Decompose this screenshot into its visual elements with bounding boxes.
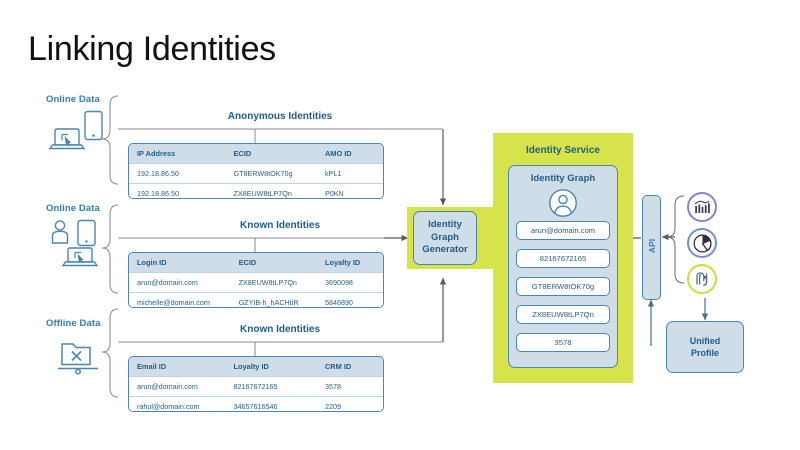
- table-header-row: Email ID Loyalty ID CRM ID: [129, 357, 383, 377]
- column-header: CRM ID: [316, 357, 383, 377]
- table-row[interactable]: arun@domain.com 82167672165 3578: [129, 376, 383, 397]
- identity-pill[interactable]: 3578: [516, 333, 610, 352]
- table-cell: michelle@domain.com: [129, 292, 231, 307]
- page-title: Linking Identities: [28, 30, 276, 68]
- table-cell: GZYIB-h_hACHtiR: [230, 292, 317, 307]
- column-header: Loyalty ID: [225, 357, 317, 377]
- table-cell: GT8ERW8tOK70g: [225, 163, 317, 184]
- table-cell: arun@domain.com: [129, 376, 226, 397]
- column-header: ECID: [230, 253, 317, 273]
- table-known-identities-online[interactable]: Login ID ECID Loyalty ID arun@domain.com…: [128, 252, 384, 308]
- table-cell: 192.18.86.50: [129, 183, 226, 198]
- generator-line-2: Graph: [431, 231, 459, 243]
- table-cell: rahul@domain.com: [129, 396, 226, 411]
- generator-line-1: Identity: [428, 218, 462, 230]
- table-row[interactable]: 192.18.86.50 ZX8EUW8tLP7Qn P0KN: [129, 183, 383, 198]
- table-cell: 3690098: [316, 272, 383, 293]
- section-caption-anonymous-identities: Anonymous Identities: [227, 111, 333, 122]
- generator-line-3: Generator: [422, 244, 468, 256]
- unified-profile-box[interactable]: Unified Profile: [666, 321, 744, 373]
- table-cell: 2209: [316, 396, 383, 411]
- pos-folder-icon: [58, 343, 98, 375]
- source-icons-group-3: [56, 336, 106, 376]
- section-caption-known-identities-1: Known Identities: [240, 220, 320, 231]
- identity-graph-title: Identity Graph: [530, 173, 596, 184]
- section-caption-known-identities-2: Known Identities: [240, 324, 320, 335]
- user-avatar-icon: [548, 188, 578, 218]
- table-cell: 82167672165: [225, 376, 317, 397]
- api-label: API: [647, 238, 657, 254]
- source-label-online-data-2: Online Data: [46, 203, 100, 214]
- table-cell: 3578: [316, 376, 383, 397]
- table-cell: 34657616546: [225, 396, 317, 411]
- person-icon: [51, 220, 69, 244]
- laptop-icon: [61, 247, 99, 267]
- table-anonymous-identities[interactable]: IP Address ECID AMO ID 192.18.86.50 GT8E…: [128, 143, 384, 199]
- pie-chart-icon[interactable]: [687, 228, 717, 258]
- source-label-online-data-1: Online Data: [46, 94, 100, 105]
- laptop-icon: [48, 128, 86, 150]
- column-header: Loyalty ID: [316, 253, 383, 273]
- unified-profile-line-1: Unified: [689, 335, 721, 346]
- identity-pill[interactable]: ZX8EUW8tLP7Qn: [516, 305, 610, 324]
- table-row[interactable]: rahul@domain.com 34657616546 2209: [129, 396, 383, 411]
- column-header: Email ID: [129, 357, 226, 377]
- table-row[interactable]: arun@domain.com ZX8EUW8tLP7Qn 3690098: [129, 272, 383, 293]
- api-bar[interactable]: [642, 195, 661, 300]
- adobe-experience-icon[interactable]: [687, 264, 717, 294]
- table-cell: 192.18.86.50: [129, 163, 226, 184]
- table-row[interactable]: michelle@domain.com GZYIB-h_hACHtiR 5846…: [129, 292, 383, 307]
- identity-service-title: Identity Service: [526, 145, 600, 156]
- identity-pill[interactable]: 82167672165: [516, 249, 610, 268]
- table-cell: P0KN: [316, 183, 383, 198]
- column-header: AMO ID: [316, 144, 383, 164]
- table-row[interactable]: 192.18.86.50 GT8ERW8tOK70g kPL1: [129, 163, 383, 184]
- column-header: ECID: [225, 144, 317, 164]
- identity-pill[interactable]: GT8ERW8tOK70g: [516, 277, 610, 296]
- identity-graph-generator-box[interactable]: Identity Graph Generator: [413, 211, 477, 265]
- table-cell: ZX8EUW8tLP7Qn: [230, 272, 317, 293]
- source-label-offline-data: Offline Data: [46, 318, 101, 329]
- bar-chart-icon[interactable]: [687, 192, 717, 222]
- table-known-identities-offline[interactable]: Email ID Loyalty ID CRM ID arun@domain.c…: [128, 356, 384, 412]
- source-icons-group-2: [48, 219, 110, 267]
- unified-profile-line-2: Profile: [690, 348, 719, 358]
- table-cell: kPL1: [316, 163, 383, 184]
- table-header-row: IP Address ECID AMO ID: [129, 144, 383, 164]
- column-header: Login ID: [129, 253, 231, 273]
- table-header-row: Login ID ECID Loyalty ID: [129, 253, 383, 273]
- table-cell: ZX8EUW8tLP7Qn: [225, 183, 317, 198]
- source-icons-group-1: [48, 110, 110, 155]
- smartphone-icon: [77, 219, 96, 247]
- smartphone-icon: [84, 110, 103, 141]
- column-header: IP Address: [129, 144, 226, 164]
- identity-pill[interactable]: arun@domain.com: [516, 221, 610, 240]
- table-cell: arun@domain.com: [129, 272, 231, 293]
- table-cell: 5846890: [316, 292, 383, 307]
